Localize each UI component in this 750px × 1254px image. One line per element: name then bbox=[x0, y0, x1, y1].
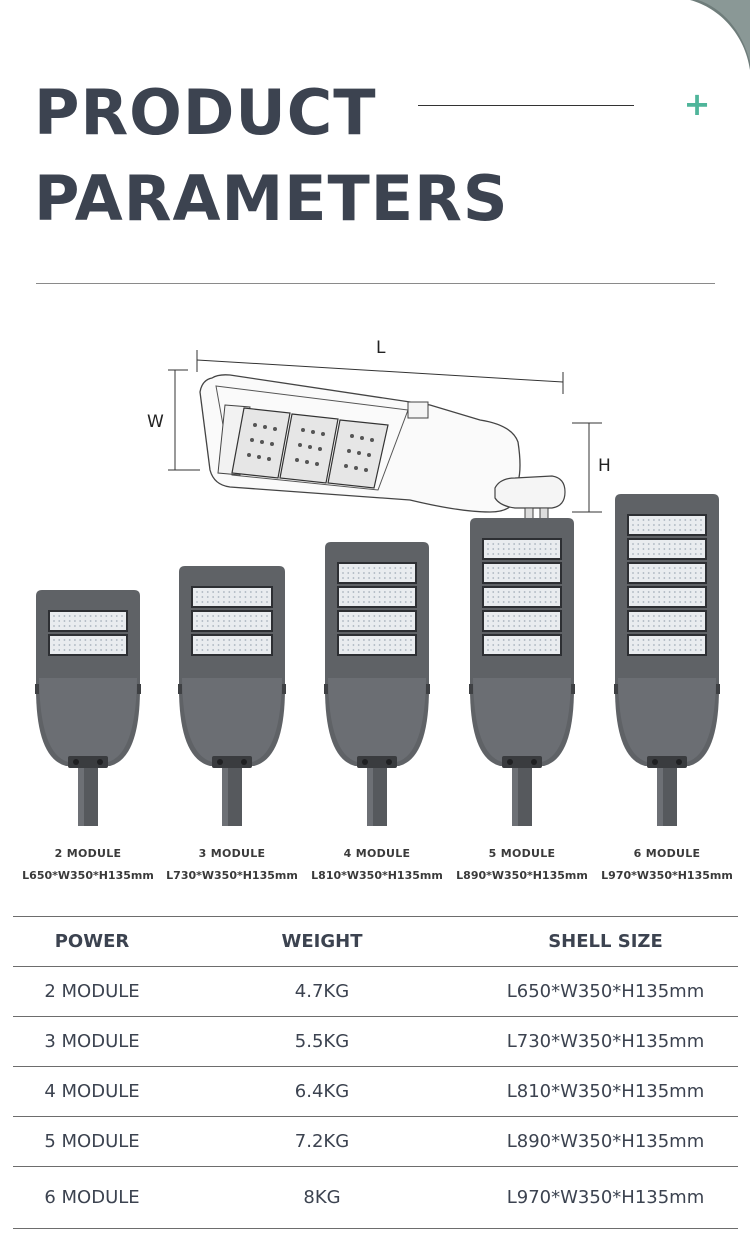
header-weight: WEIGHT bbox=[171, 916, 473, 967]
cell-weight: 7.2KG bbox=[171, 1116, 473, 1167]
title-divider bbox=[418, 105, 634, 106]
street-light-4-module bbox=[324, 542, 430, 826]
table-row: 5 MODULE 7.2KG L890*W350*H135mm bbox=[13, 1116, 738, 1167]
table-row: 6 MODULE 8KG L970*W350*H135mm bbox=[13, 1166, 738, 1229]
width-label: W bbox=[147, 412, 164, 432]
variant-size: L650*W350*H135mm bbox=[22, 869, 154, 882]
cell-power: 6 MODULE bbox=[13, 1166, 171, 1229]
height-label: H bbox=[598, 456, 611, 476]
variant-size: L970*W350*H135mm bbox=[601, 869, 733, 882]
street-light-5-module bbox=[469, 518, 575, 826]
variant-size: L810*W350*H135mm bbox=[311, 869, 443, 882]
variant-size: L730*W350*H135mm bbox=[166, 869, 298, 882]
cell-weight: 4.7KG bbox=[171, 966, 473, 1017]
cell-weight: 5.5KG bbox=[171, 1016, 473, 1067]
page-title-line1: PRODUCT bbox=[34, 76, 377, 149]
cell-weight: 6.4KG bbox=[171, 1066, 473, 1117]
variant-name: 2 MODULE bbox=[54, 847, 122, 860]
header-shell-size: SHELL SIZE bbox=[473, 916, 738, 967]
variant-name: 5 MODULE bbox=[488, 847, 556, 860]
variant-name: 6 MODULE bbox=[633, 847, 701, 860]
variant-name: 3 MODULE bbox=[198, 847, 266, 860]
street-light-3-module bbox=[178, 566, 286, 826]
header-power: POWER bbox=[13, 916, 171, 967]
table-header-row: POWER WEIGHT SHELL SIZE bbox=[13, 916, 738, 967]
cell-weight: 8KG bbox=[171, 1166, 473, 1229]
page-title-line2: PARAMETERS bbox=[34, 162, 509, 235]
section-divider bbox=[36, 283, 715, 284]
cell-power: 5 MODULE bbox=[13, 1116, 171, 1167]
table-row: 3 MODULE 5.5KG L730*W350*H135mm bbox=[13, 1016, 738, 1067]
cell-shell-size: L970*W350*H135mm bbox=[473, 1166, 738, 1229]
variant-size: L890*W350*H135mm bbox=[456, 869, 588, 882]
cell-shell-size: L810*W350*H135mm bbox=[473, 1066, 738, 1117]
cell-shell-size: L650*W350*H135mm bbox=[473, 966, 738, 1017]
parameters-table: POWER WEIGHT SHELL SIZE 2 MODULE 4.7KG L… bbox=[13, 916, 738, 1229]
cell-power: 3 MODULE bbox=[13, 1016, 171, 1067]
corner-decoration bbox=[690, 0, 750, 70]
length-label: L bbox=[376, 338, 386, 358]
cell-shell-size: L730*W350*H135mm bbox=[473, 1016, 738, 1067]
street-light-2-module bbox=[35, 590, 141, 826]
variant-name: 4 MODULE bbox=[343, 847, 411, 860]
cell-power: 4 MODULE bbox=[13, 1066, 171, 1117]
cell-shell-size: L890*W350*H135mm bbox=[473, 1116, 738, 1167]
plus-icon[interactable]: + bbox=[683, 85, 711, 123]
street-light-6-module bbox=[614, 494, 720, 826]
table-row: 4 MODULE 6.4KG L810*W350*H135mm bbox=[13, 1066, 738, 1117]
table-row: 2 MODULE 4.7KG L650*W350*H135mm bbox=[13, 966, 738, 1017]
dimension-diagram bbox=[168, 350, 602, 521]
cell-power: 2 MODULE bbox=[13, 966, 171, 1017]
